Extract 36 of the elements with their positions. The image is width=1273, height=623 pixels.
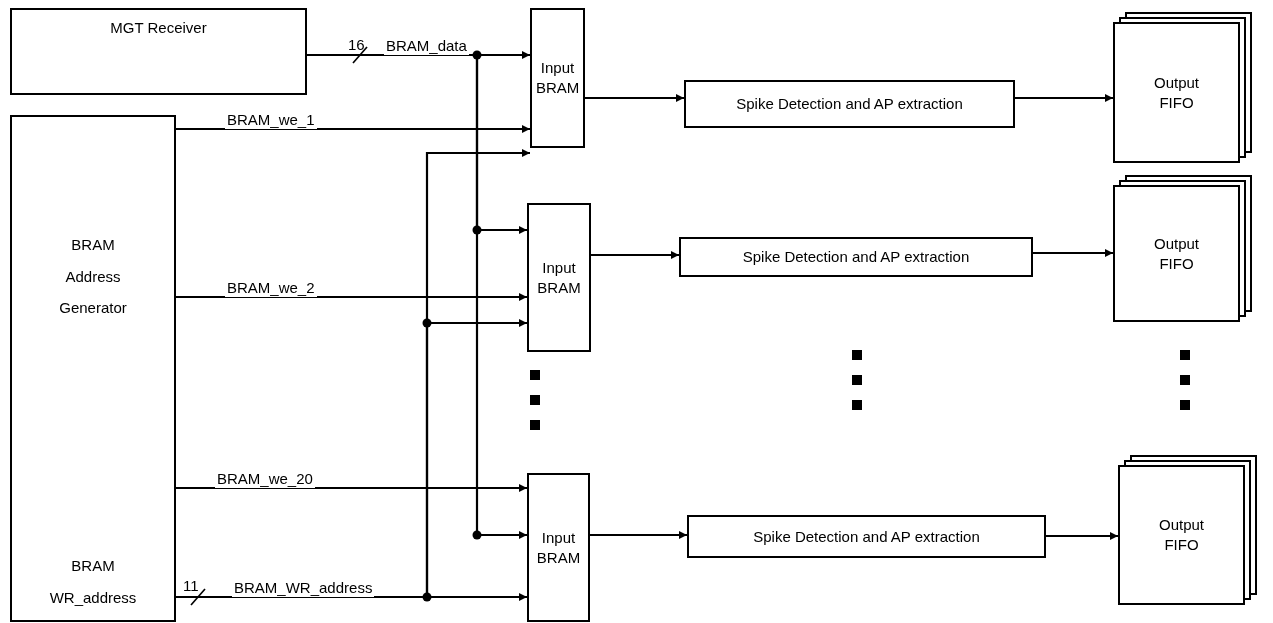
- stacked-fifo-box: [1118, 455, 1257, 605]
- block-label: BRAM WR_address: [48, 556, 138, 608]
- block-box: [684, 80, 1015, 128]
- arrow: [1033, 249, 1113, 257]
- block-box: [679, 237, 1033, 277]
- bus-width-label: 16: [348, 36, 365, 54]
- block-label: Spike Detection and AP extraction: [735, 93, 964, 114]
- block-label: MGT Receiver: [109, 18, 208, 38]
- arrow: [1046, 532, 1118, 540]
- block-label: Output FIFO: [1153, 233, 1200, 274]
- block-box: [10, 115, 176, 622]
- signal-label: BRAM_data: [384, 37, 469, 55]
- block-label: Spike Detection and AP extraction: [741, 246, 971, 267]
- arrow: [176, 484, 527, 492]
- stacked-fifo-box: [1113, 12, 1252, 163]
- arrow: [590, 531, 687, 539]
- block-label: Input BRAM: [535, 527, 582, 568]
- arrow: [176, 125, 530, 133]
- stacked-fifo-box: [1113, 175, 1252, 322]
- block-box: [10, 8, 307, 95]
- block-box: [527, 473, 590, 622]
- signal-label: BRAM_WR_address: [232, 579, 375, 597]
- arrow: [176, 293, 527, 301]
- block-box: [527, 203, 591, 352]
- block-label: BRAM Address Generator: [58, 235, 128, 318]
- block-box: [530, 8, 585, 148]
- block-label: Input BRAM: [536, 57, 579, 98]
- arrow: [585, 94, 684, 102]
- block-label: Output FIFO: [1158, 514, 1205, 555]
- block-box: [687, 515, 1046, 558]
- bus-width-label: 11: [183, 577, 199, 595]
- arrow: [1015, 94, 1113, 102]
- block-label: Output FIFO: [1153, 72, 1200, 113]
- arrow: [591, 251, 679, 259]
- block-label: Spike Detection and AP extraction: [752, 526, 981, 547]
- block-label: Input BRAM: [536, 257, 582, 298]
